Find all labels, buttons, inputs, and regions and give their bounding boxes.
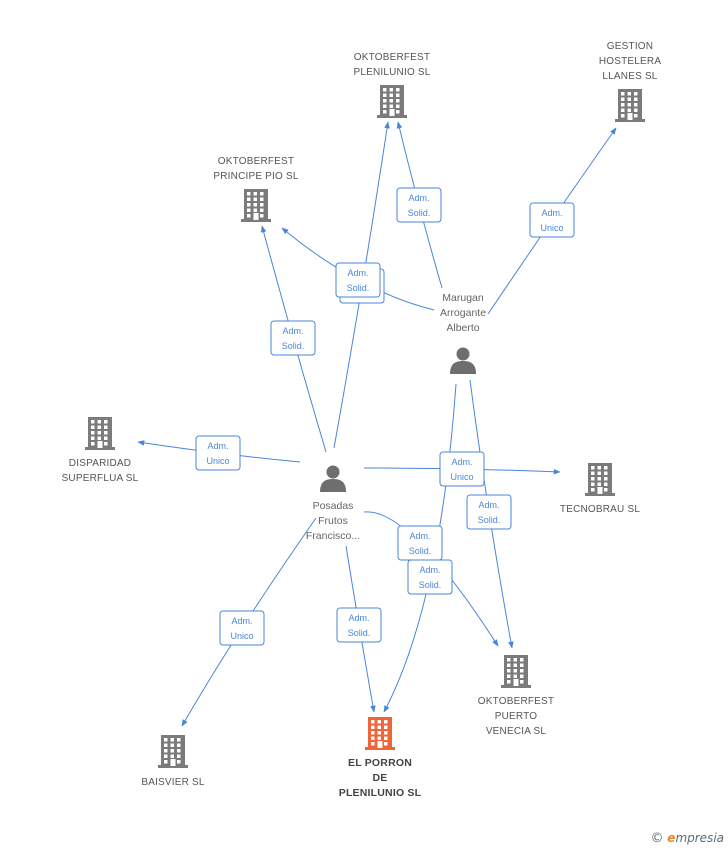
role-badge-box	[335, 262, 381, 298]
role-badge-text: Adm.	[478, 500, 499, 510]
marugan-label: Arrogante	[440, 307, 486, 319]
posadas-label: Posadas	[313, 500, 354, 512]
oktoberfest-principe-pio-label: OKTOBERFEST	[218, 156, 294, 167]
role-badge-box	[336, 607, 382, 643]
role-badge-posadas-to-disparidad-superflua[interactable]: Adm. Unico	[195, 435, 241, 471]
role-badge-marugan-to-gestion-hostelera[interactable]: Adm. Unico	[529, 202, 575, 238]
disparidad-superflua-label: SUPERFLUA SL	[62, 473, 139, 484]
role-badge-text: Solid.	[478, 515, 501, 525]
oktoberfest-puerto-venecia-label: PUERTO	[495, 711, 538, 722]
role-badge-text: Adm.	[348, 613, 369, 623]
oktoberfest-puerto-venecia-label: OKTOBERFEST	[478, 696, 554, 707]
disparidad-superflua-building-icon[interactable]	[85, 417, 115, 450]
gestion-hostelera-label: LLANES SL	[602, 71, 657, 82]
el-porron-label: EL PORRON	[348, 757, 412, 769]
role-badge-text: Adm.	[282, 326, 303, 336]
badges-layer: Adm.Solid.Adm.Solid.Adm.UnicoAdm.UnicoAd…	[195, 187, 575, 646]
role-badge-text: Unico	[206, 456, 229, 466]
posadas-label: Frutos	[318, 515, 348, 527]
oktoberfest-principe-pio-label: PRINCIPE PIO SL	[213, 171, 298, 182]
oktoberfest-puerto-venecia-building-icon[interactable]	[501, 655, 531, 688]
role-badge-posadas-to-baisvier[interactable]: Adm. Unico	[219, 610, 265, 646]
role-badge-marugan-to-oktoberfest-principe-pio[interactable]: Adm. Solid.	[335, 262, 381, 298]
role-badge-text: Solid.	[408, 208, 431, 218]
role-badge-text: Adm.	[347, 268, 368, 278]
role-badge-text: Adm.	[541, 208, 562, 218]
role-badge-box	[396, 187, 442, 223]
role-badge-box	[407, 559, 453, 595]
baisvier-label: BAISVIER SL	[141, 777, 205, 788]
marugan-label: Marugan	[442, 292, 484, 304]
gestion-hostelera-label: HOSTELERA	[599, 56, 662, 67]
gestion-hostelera-label: GESTION	[607, 41, 653, 52]
oktoberfest-plenilunio-label: PLENILUNIO SL	[353, 67, 430, 78]
el-porron-label: DE	[373, 772, 388, 784]
role-badge-text: Adm.	[409, 531, 430, 541]
role-badge-text: Solid.	[348, 628, 371, 638]
role-badge-text: Adm.	[451, 457, 472, 467]
footer-brand[interactable]: © empresia	[650, 831, 724, 846]
role-badge-box	[195, 435, 241, 471]
role-badge-box	[466, 494, 512, 530]
nodes-layer: OKTOBERFEST PLENILUNIO SL GESTION HOSTELERA…	[62, 41, 662, 799]
role-badge-text: Adm.	[207, 441, 228, 451]
role-badge-text: Solid.	[409, 546, 432, 556]
role-badge-text: Adm.	[419, 565, 440, 575]
role-badge-posadas-to-el-porron[interactable]: Adm. Solid.	[336, 607, 382, 643]
oktoberfest-puerto-venecia-label: VENECIA SL	[486, 726, 547, 737]
role-badge-box	[529, 202, 575, 238]
marugan-person-icon[interactable]	[450, 347, 476, 375]
role-badge-text: Adm.	[408, 193, 429, 203]
el-porron-label: PLENILUNIO SL	[339, 787, 422, 799]
role-badge-text: Unico	[230, 631, 253, 641]
role-badge-text: Unico	[450, 472, 473, 482]
role-badge-posadas-to-tecnobrau[interactable]: Adm. Unico	[439, 451, 485, 487]
gestion-hostelera-building-icon[interactable]	[615, 89, 645, 122]
role-badge-box	[270, 320, 316, 356]
marugan-label: Alberto	[446, 322, 479, 334]
role-badge-marugan-to-oktoberfest-puerto-venecia[interactable]: Adm. Solid.	[466, 494, 512, 530]
role-badge-marugan-to-el-porron[interactable]: Adm. Solid.	[407, 559, 453, 595]
role-badge-text: Unico	[540, 223, 563, 233]
role-badge-text: Adm.	[231, 616, 252, 626]
brand-logo-initial: e	[667, 831, 676, 845]
role-badge-marugan-to-oktoberfest-plenilunio[interactable]: Adm. Solid.	[396, 187, 442, 223]
disparidad-superflua-label: DISPARIDAD	[69, 458, 131, 469]
oktoberfest-principe-pio-building-icon[interactable]	[241, 189, 271, 222]
role-badge-text: Solid.	[282, 341, 305, 351]
role-badge-box	[219, 610, 265, 646]
brand-logo-text: mpresia	[675, 831, 724, 845]
role-badge-text: Solid.	[347, 283, 370, 293]
role-badge-posadas-to-oktoberfest-puerto-venecia[interactable]: Adm. Solid.	[397, 525, 443, 561]
oktoberfest-plenilunio-building-icon[interactable]	[377, 85, 407, 118]
tecnobrau-building-icon[interactable]	[585, 463, 615, 496]
oktoberfest-plenilunio-label: OKTOBERFEST	[354, 52, 430, 63]
copyright-symbol: ©	[650, 831, 664, 846]
role-badge-text: Solid.	[419, 580, 442, 590]
role-badge-box	[439, 451, 485, 487]
posadas-person-icon[interactable]	[320, 465, 346, 493]
posadas-label: Francisco...	[306, 530, 360, 542]
el-porron-building-icon[interactable]	[365, 717, 395, 750]
tecnobrau-label: TECNOBRAU SL	[560, 504, 640, 515]
role-badge-posadas-to-oktoberfest-principe-pio[interactable]: Adm. Solid.	[270, 320, 316, 356]
baisvier-building-icon[interactable]	[158, 735, 188, 768]
